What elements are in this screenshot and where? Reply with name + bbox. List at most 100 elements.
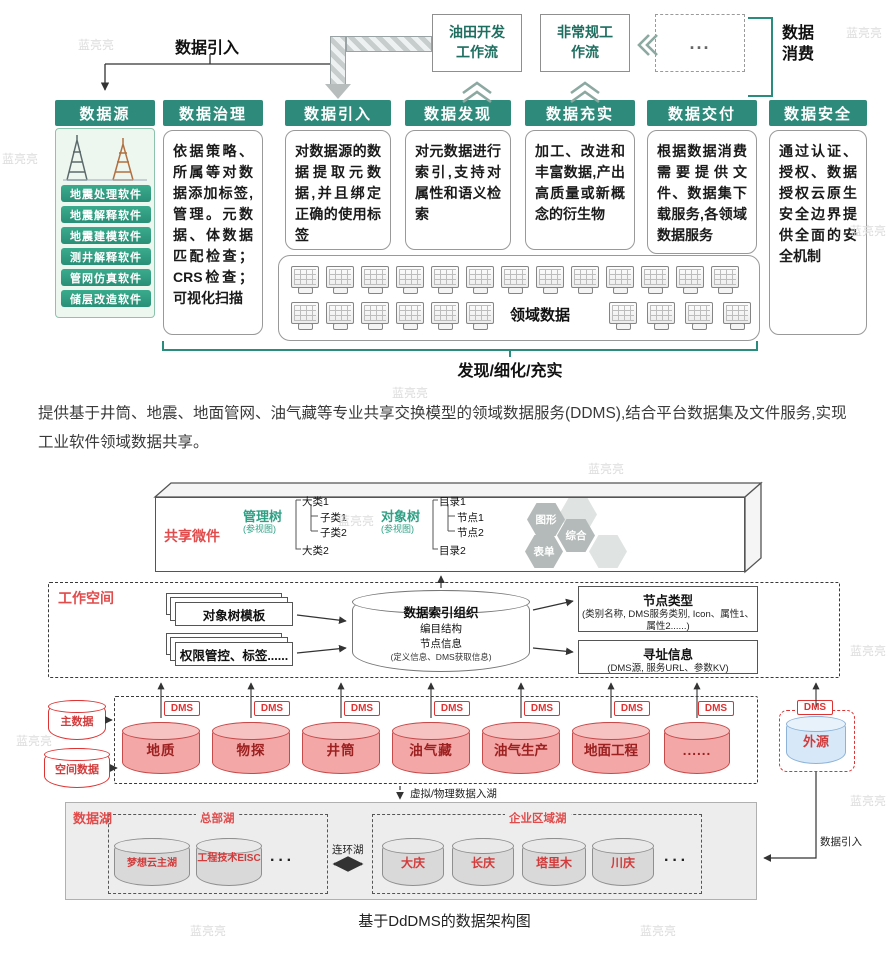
column-header-security: 数据安全 bbox=[769, 100, 867, 126]
column-header-ingest: 数据引入 bbox=[285, 100, 391, 126]
domain-label: 油气藏 bbox=[409, 743, 453, 758]
lake-cylinder-changqing: 长庆 bbox=[452, 838, 514, 886]
striped-arrow-head bbox=[325, 84, 351, 99]
diagram-caption: 基于DdDMS的数据架构图 bbox=[358, 913, 531, 930]
tree-node: 节点2 bbox=[457, 527, 484, 539]
object-tree-template-label: 对象树模板 bbox=[202, 608, 266, 623]
lake-cylinder-eisc: 工程技术EISC bbox=[196, 838, 262, 886]
source-software-item: 地震建模软件 bbox=[61, 227, 151, 244]
dms-tag: DMS bbox=[797, 700, 833, 715]
server-icon bbox=[641, 266, 669, 294]
watermark: 蓝亮亮 bbox=[588, 462, 625, 476]
domain-cylinder-reservoir: 油气藏 bbox=[392, 722, 470, 774]
dms-tag: DMS bbox=[254, 701, 290, 716]
workflow-label: 非常规工作流 bbox=[557, 24, 613, 60]
server-icon bbox=[536, 266, 564, 294]
lake-item-label: 梦想云主湖 bbox=[127, 858, 177, 869]
column-body-security: 通过认证、授权、数据授权云原生安全边界提供全面的安全机制 bbox=[769, 130, 867, 335]
workflow-label: ... bbox=[689, 32, 711, 53]
rig-icons bbox=[63, 135, 147, 181]
index-organization-cylinder: 数据索引组织 编目结构 节点信息 (定义信息、DMS获取信息) bbox=[352, 590, 530, 672]
lake-cylinder-dream-cloud: 梦想云主湖 bbox=[114, 838, 190, 886]
domain-cylinder-production: 油气生产 bbox=[482, 722, 560, 774]
server-icon bbox=[676, 266, 704, 294]
server-icon bbox=[326, 266, 354, 294]
domain-label: 油气生产 bbox=[494, 743, 548, 758]
external-ingest-path bbox=[763, 772, 817, 862]
watermark: 蓝亮亮 bbox=[850, 644, 887, 658]
consume-bracket bbox=[748, 17, 773, 97]
object-tree-label: 对象树 bbox=[381, 509, 421, 524]
master-data-cylinder: 主数据 bbox=[48, 700, 106, 740]
source-software-item: 地震解释软件 bbox=[61, 206, 151, 223]
regional-lake-label: 企业区域湖 bbox=[505, 810, 571, 826]
tree-node: 节点1 bbox=[457, 512, 484, 524]
addressing-title: 寻址信息 bbox=[642, 648, 693, 662]
source-software-item: 储层改造软件 bbox=[61, 290, 151, 307]
ingest-flow-label: 数据引入 bbox=[175, 40, 240, 57]
dms-tag: DMS bbox=[344, 701, 380, 716]
node-type-box: 节点类型 (类别名称, DMS服务类别, Icon、属性1、属性2......) bbox=[578, 586, 758, 632]
server-icon bbox=[291, 302, 319, 330]
external-source-label: 外源 bbox=[802, 734, 829, 749]
tree-node: 目录2 bbox=[439, 545, 466, 557]
workflow-label: 油田开发工作流 bbox=[449, 24, 505, 60]
lake-item-label: 长庆 bbox=[470, 856, 495, 870]
server-icon bbox=[291, 266, 319, 294]
addressing-box: 寻址信息 (DMS源, 服务URL、参数KV) bbox=[578, 640, 758, 674]
dms-row-box bbox=[114, 696, 758, 784]
addressing-body: (DMS源, 服务URL、参数KV) bbox=[607, 663, 729, 674]
lake-item-label: 塔里木 bbox=[535, 856, 572, 870]
regional-lake-dots: ··· bbox=[664, 852, 689, 869]
mgmt-tree-label: 管理树 bbox=[243, 509, 283, 524]
server-icon bbox=[723, 302, 751, 330]
server-icon bbox=[396, 302, 424, 330]
watermark: 蓝亮亮 bbox=[392, 386, 429, 400]
source-software-item: 管网仿真软件 bbox=[61, 269, 151, 286]
discover-refine-enrich-label: 发现/细化/充实 bbox=[457, 363, 563, 380]
striped-arrow-vertical bbox=[330, 36, 346, 86]
server-icon bbox=[647, 302, 675, 330]
dms-tag: DMS bbox=[698, 701, 734, 716]
domain-cylinder-geology: 地质 bbox=[122, 722, 200, 774]
server-icon bbox=[396, 266, 424, 294]
server-icon bbox=[685, 302, 713, 330]
dms-tag: DMS bbox=[614, 701, 650, 716]
watermark: 蓝亮亮 bbox=[78, 38, 115, 52]
definition-info-line: (定义信息、DMS获取信息) bbox=[390, 652, 492, 662]
node-type-body: (类别名称, DMS服务类别, Icon、属性1、属性2......) bbox=[581, 609, 755, 633]
catalog-structure-line: 编目结构 bbox=[420, 623, 462, 635]
workflow-box-oilfield: 油田开发工作流 bbox=[432, 14, 522, 72]
lake-cylinder-chuanqing: 川庆 bbox=[592, 838, 654, 886]
dms-tag: DMS bbox=[434, 701, 470, 716]
lake-item-label: 川庆 bbox=[610, 856, 635, 870]
link-lake-label: 连环湖 bbox=[332, 844, 364, 856]
external-source-cylinder: 外源 bbox=[786, 716, 846, 764]
server-icon bbox=[361, 266, 389, 294]
workflow-box-unconventional: 非常规工作流 bbox=[540, 14, 630, 72]
source-software-item: 地震处理软件 bbox=[61, 185, 151, 202]
column-body-ingest: 对数据源的数据提取元数据,并且绑定正确的使用标签 bbox=[285, 130, 391, 250]
domain-label: 地面工程 bbox=[584, 743, 638, 758]
server-icon bbox=[431, 302, 459, 330]
domain-cylinder-wellbore: 井筒 bbox=[302, 722, 380, 774]
source-software-item: 测井解释软件 bbox=[61, 248, 151, 265]
domain-label: 物探 bbox=[236, 743, 266, 758]
lake-cylinder-tarim: 塔里木 bbox=[522, 838, 586, 886]
mgmt-tree-sublabel: (参视图) bbox=[243, 524, 276, 534]
workspace-label: 工作空间 bbox=[58, 590, 114, 606]
domain-cylinder-more: ...... bbox=[664, 722, 730, 774]
tree-node: 子类1 bbox=[320, 512, 347, 524]
server-icon bbox=[431, 266, 459, 294]
server-icon bbox=[609, 302, 637, 330]
domain-label: 井筒 bbox=[326, 743, 356, 758]
description-paragraph: 提供基于井筒、地震、地面管网、油气藏等专业共享交换模型的领域数据服务(DDMS)… bbox=[38, 405, 847, 451]
lake-item-label: 大庆 bbox=[400, 856, 425, 870]
server-icon bbox=[606, 266, 634, 294]
column-header-governance: 数据治理 bbox=[163, 100, 263, 126]
domain-data-label: 领域数据 bbox=[509, 307, 570, 324]
master-data-label: 主数据 bbox=[60, 716, 94, 728]
shared-widgets-label: 共享微件 bbox=[164, 528, 220, 544]
domain-cylinder-surface: 地面工程 bbox=[572, 722, 650, 774]
